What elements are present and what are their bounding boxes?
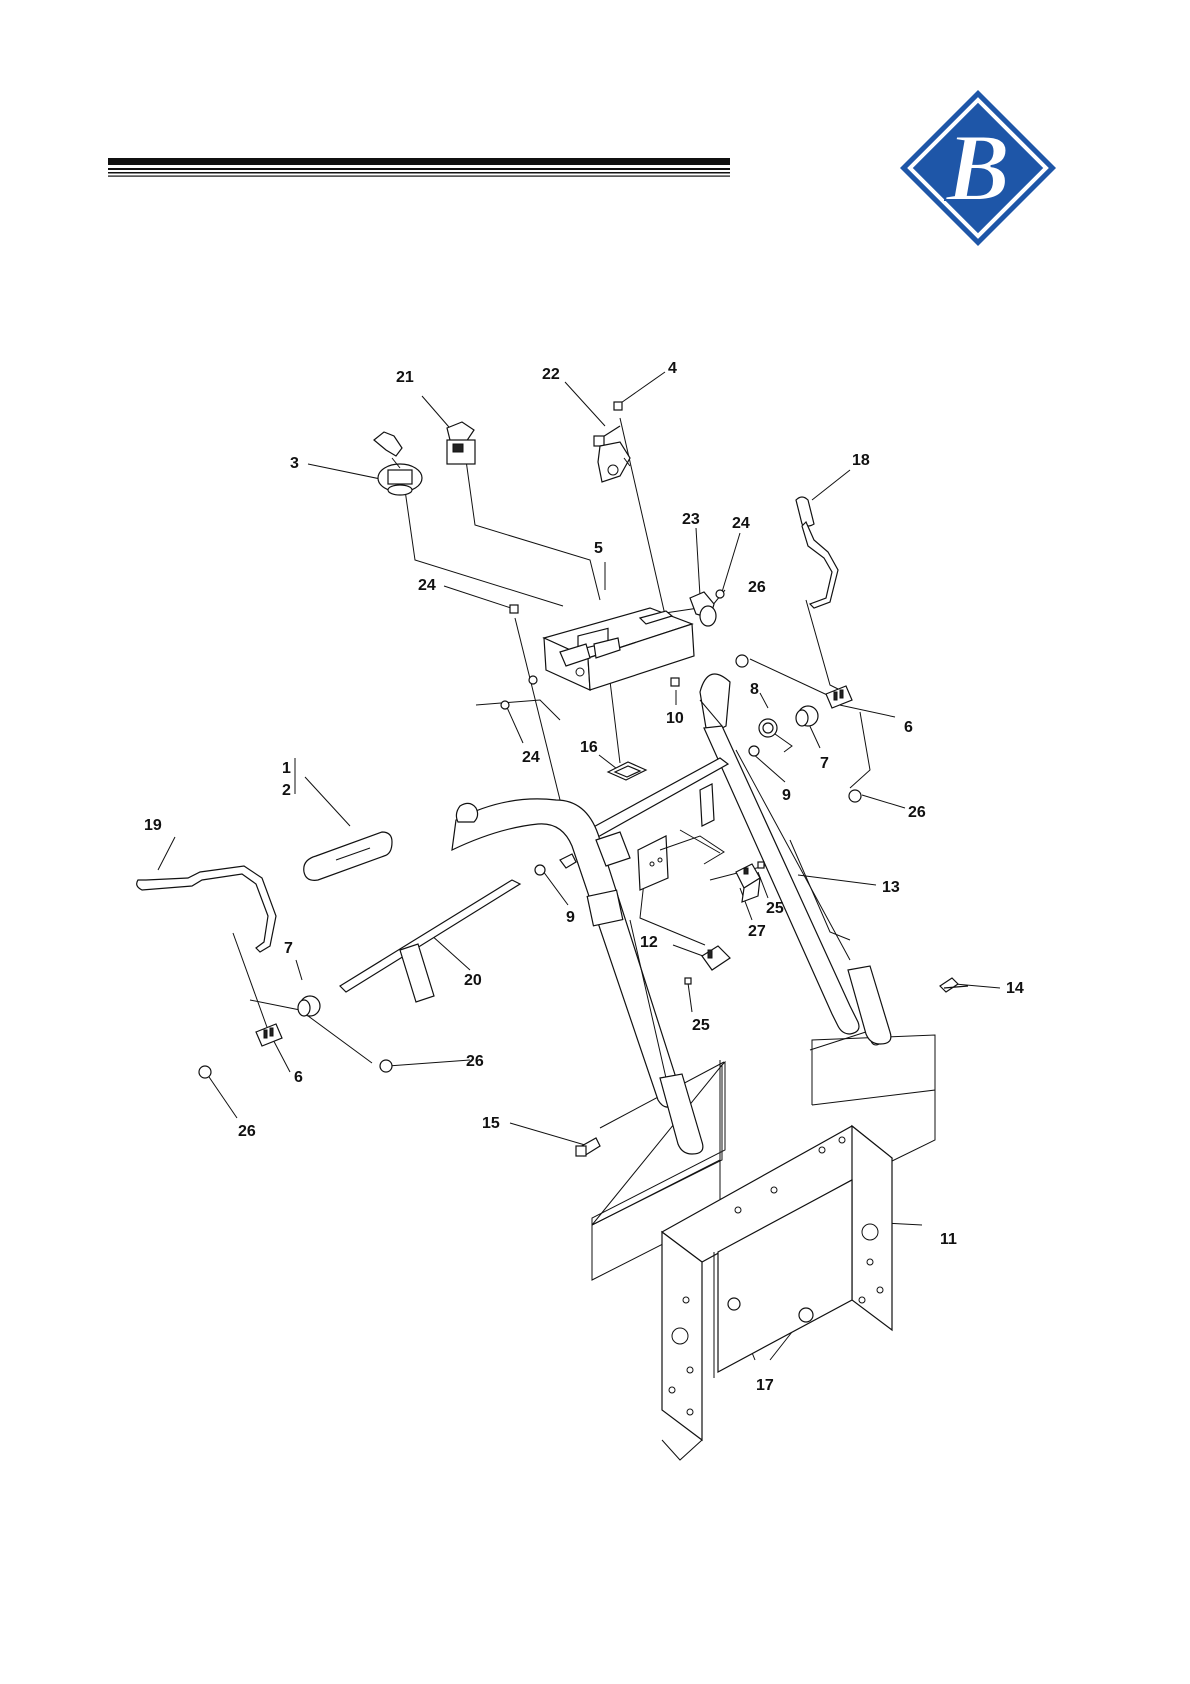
part-7-bushing-left: [298, 996, 320, 1016]
callout-25-lower: 25: [692, 1017, 710, 1034]
callout-18: 18: [852, 452, 870, 469]
part-8-spring: [759, 719, 792, 752]
part-24-nut-left: [501, 676, 537, 709]
part-1-2-hand-grip: [304, 832, 392, 880]
part-3-key-switch: [374, 432, 422, 495]
callout-16: 16: [580, 739, 598, 756]
callout-6-right: 6: [904, 719, 913, 736]
part-17-nut-b: [799, 1308, 813, 1322]
part-19-control-lever: [137, 866, 276, 952]
part-26-nut-upper-right: [736, 655, 748, 667]
part-25-screw-upper: [758, 862, 764, 868]
callout-13: 13: [882, 879, 900, 896]
callout-10: 10: [666, 710, 684, 727]
part-11-mounting-bracket: [662, 1126, 892, 1460]
callout-26-right: 26: [908, 804, 926, 821]
part-27-switch: [736, 864, 760, 902]
part-4-screw: [614, 402, 622, 410]
callout-26-left: 26: [466, 1053, 484, 1070]
part-12-bracket: [702, 946, 730, 970]
callout-24-bottom: 24: [522, 749, 540, 766]
callout-22: 22: [542, 366, 560, 383]
callout-12: 12: [640, 934, 658, 951]
part-17-nut-a: [728, 1298, 740, 1310]
part-24-screw-panel: [510, 605, 518, 613]
part-18-control-lever: [796, 497, 838, 608]
callout-1: 1: [282, 760, 291, 777]
part-9-washer-left-2: [560, 854, 576, 868]
callout-2: 2: [282, 782, 291, 799]
callout-21: 21: [396, 369, 414, 386]
callout-24-left: 24: [418, 577, 436, 594]
callout-9-left: 9: [566, 909, 575, 926]
callout-27: 27: [748, 923, 766, 940]
part-9-washer-right: [749, 746, 759, 756]
callout-24-top: 24: [732, 515, 750, 532]
callout-5: 5: [594, 540, 603, 557]
part-23-cable-clip: [690, 592, 716, 626]
callout-8: 8: [750, 681, 759, 698]
part-7-bushing-right: [796, 706, 818, 726]
callout-3: 3: [290, 455, 299, 472]
callout-6-left: 6: [294, 1069, 303, 1086]
callout-23: 23: [682, 511, 700, 528]
callout-15: 15: [482, 1115, 500, 1132]
part-10-screw: [671, 678, 679, 686]
callout-14: 14: [1006, 980, 1024, 997]
part-6-pivot-bracket-right: [826, 686, 852, 708]
part-26-nut-right-lower: [849, 790, 861, 802]
part-26-nut-left-b: [199, 1066, 211, 1078]
callout-7-left: 7: [284, 940, 293, 957]
callout-7-right: 7: [820, 755, 829, 772]
callout-4: 4: [668, 360, 677, 377]
callout-17: 17: [756, 1377, 774, 1394]
callout-19: 19: [144, 817, 162, 834]
callout-9-right: 9: [782, 787, 791, 804]
part-24-nut-upper: [716, 590, 724, 598]
part-22-throttle-assembly: [594, 426, 630, 482]
part-6-pivot-bracket-left: [256, 1024, 282, 1046]
part-21-switch: [447, 422, 475, 464]
part-26-nut-left-a: [380, 1060, 392, 1072]
callout-26-top: 26: [748, 579, 766, 596]
part-25-screw-lower: [685, 978, 691, 984]
part-20-rod: [340, 880, 520, 1002]
callout-25-upper: 25: [766, 900, 784, 917]
callout-26-bottom-left: 26: [238, 1123, 256, 1140]
callout-20: 20: [464, 972, 482, 989]
part-9-washer-left: [535, 865, 545, 875]
part-16-gasket: [608, 762, 646, 780]
part-13-handle-right: [700, 674, 891, 1045]
callout-11: 11: [940, 1231, 957, 1248]
part-15-bolt: [576, 1138, 600, 1156]
